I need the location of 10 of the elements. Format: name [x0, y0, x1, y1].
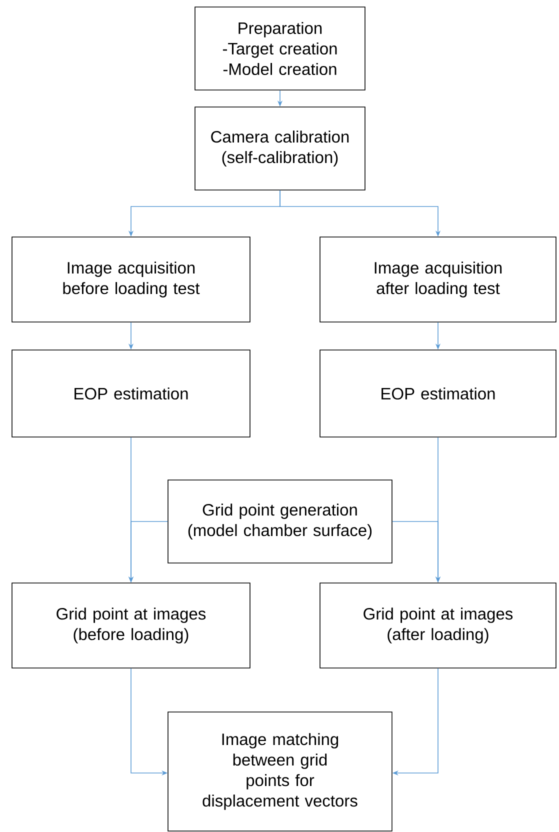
- process-box: Camera calibration (self-calibration): [194, 106, 366, 190]
- process-box: Image acquisition before loading test: [12, 236, 250, 322]
- process-box: Grid point at images (before loading): [12, 582, 250, 668]
- process-box: EOP estimation: [320, 350, 556, 438]
- process-box: Image matching between grid points for displacement vectors: [168, 712, 392, 832]
- process-box: EOP estimation: [12, 350, 250, 438]
- process-box: Preparation -Target creation -Model creation: [194, 6, 366, 90]
- process-box: Grid point at images (after loading): [320, 582, 556, 668]
- process-box: Grid point generation (model chamber surface): [168, 480, 392, 564]
- process-box: Image acquisition after loading test: [320, 236, 556, 322]
